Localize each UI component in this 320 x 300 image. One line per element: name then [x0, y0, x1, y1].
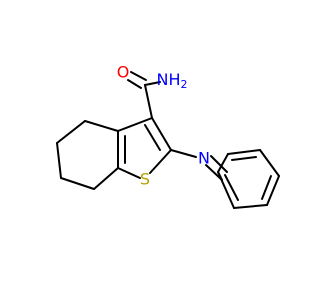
molecule-structure: O NH2 N S [56, 63, 280, 209]
bond [93, 167, 119, 190]
amide-nitrogen-symbol: NH [157, 70, 181, 89]
bond [117, 167, 141, 179]
bond [170, 149, 197, 158]
bond [127, 79, 142, 89]
bond [266, 175, 280, 206]
bond [224, 174, 239, 201]
thiophene-ring [117, 117, 172, 179]
bond [210, 155, 228, 173]
bond [130, 71, 147, 81]
bond [144, 81, 161, 86]
structure-canvas: O NH2 N S [56, 63, 280, 209]
cyclohexene-ring [56, 120, 119, 190]
bond [84, 120, 119, 132]
amide-nitrogen-subscript: 2 [181, 78, 188, 91]
bond [151, 117, 172, 151]
carboxamide-group [127, 71, 161, 119]
bond [56, 120, 86, 144]
bond [117, 117, 153, 132]
bond [144, 84, 153, 119]
bond [231, 156, 257, 161]
bond [259, 149, 280, 177]
imine-nitrogen-atom-label: N [198, 149, 210, 168]
oxygen-atom-label: O [117, 63, 130, 82]
sulfur-atom-label: S [140, 170, 150, 189]
bond [217, 171, 235, 209]
bond [60, 177, 95, 190]
amide-nitrogen-atom-label: NH2 [157, 70, 188, 92]
bond [261, 175, 272, 200]
bond [56, 142, 62, 179]
bond [217, 153, 229, 173]
bond [233, 204, 268, 209]
bond [205, 164, 223, 181]
bond [144, 124, 161, 151]
bond [149, 149, 172, 174]
bond [227, 149, 261, 155]
benzene-ring [217, 149, 280, 209]
